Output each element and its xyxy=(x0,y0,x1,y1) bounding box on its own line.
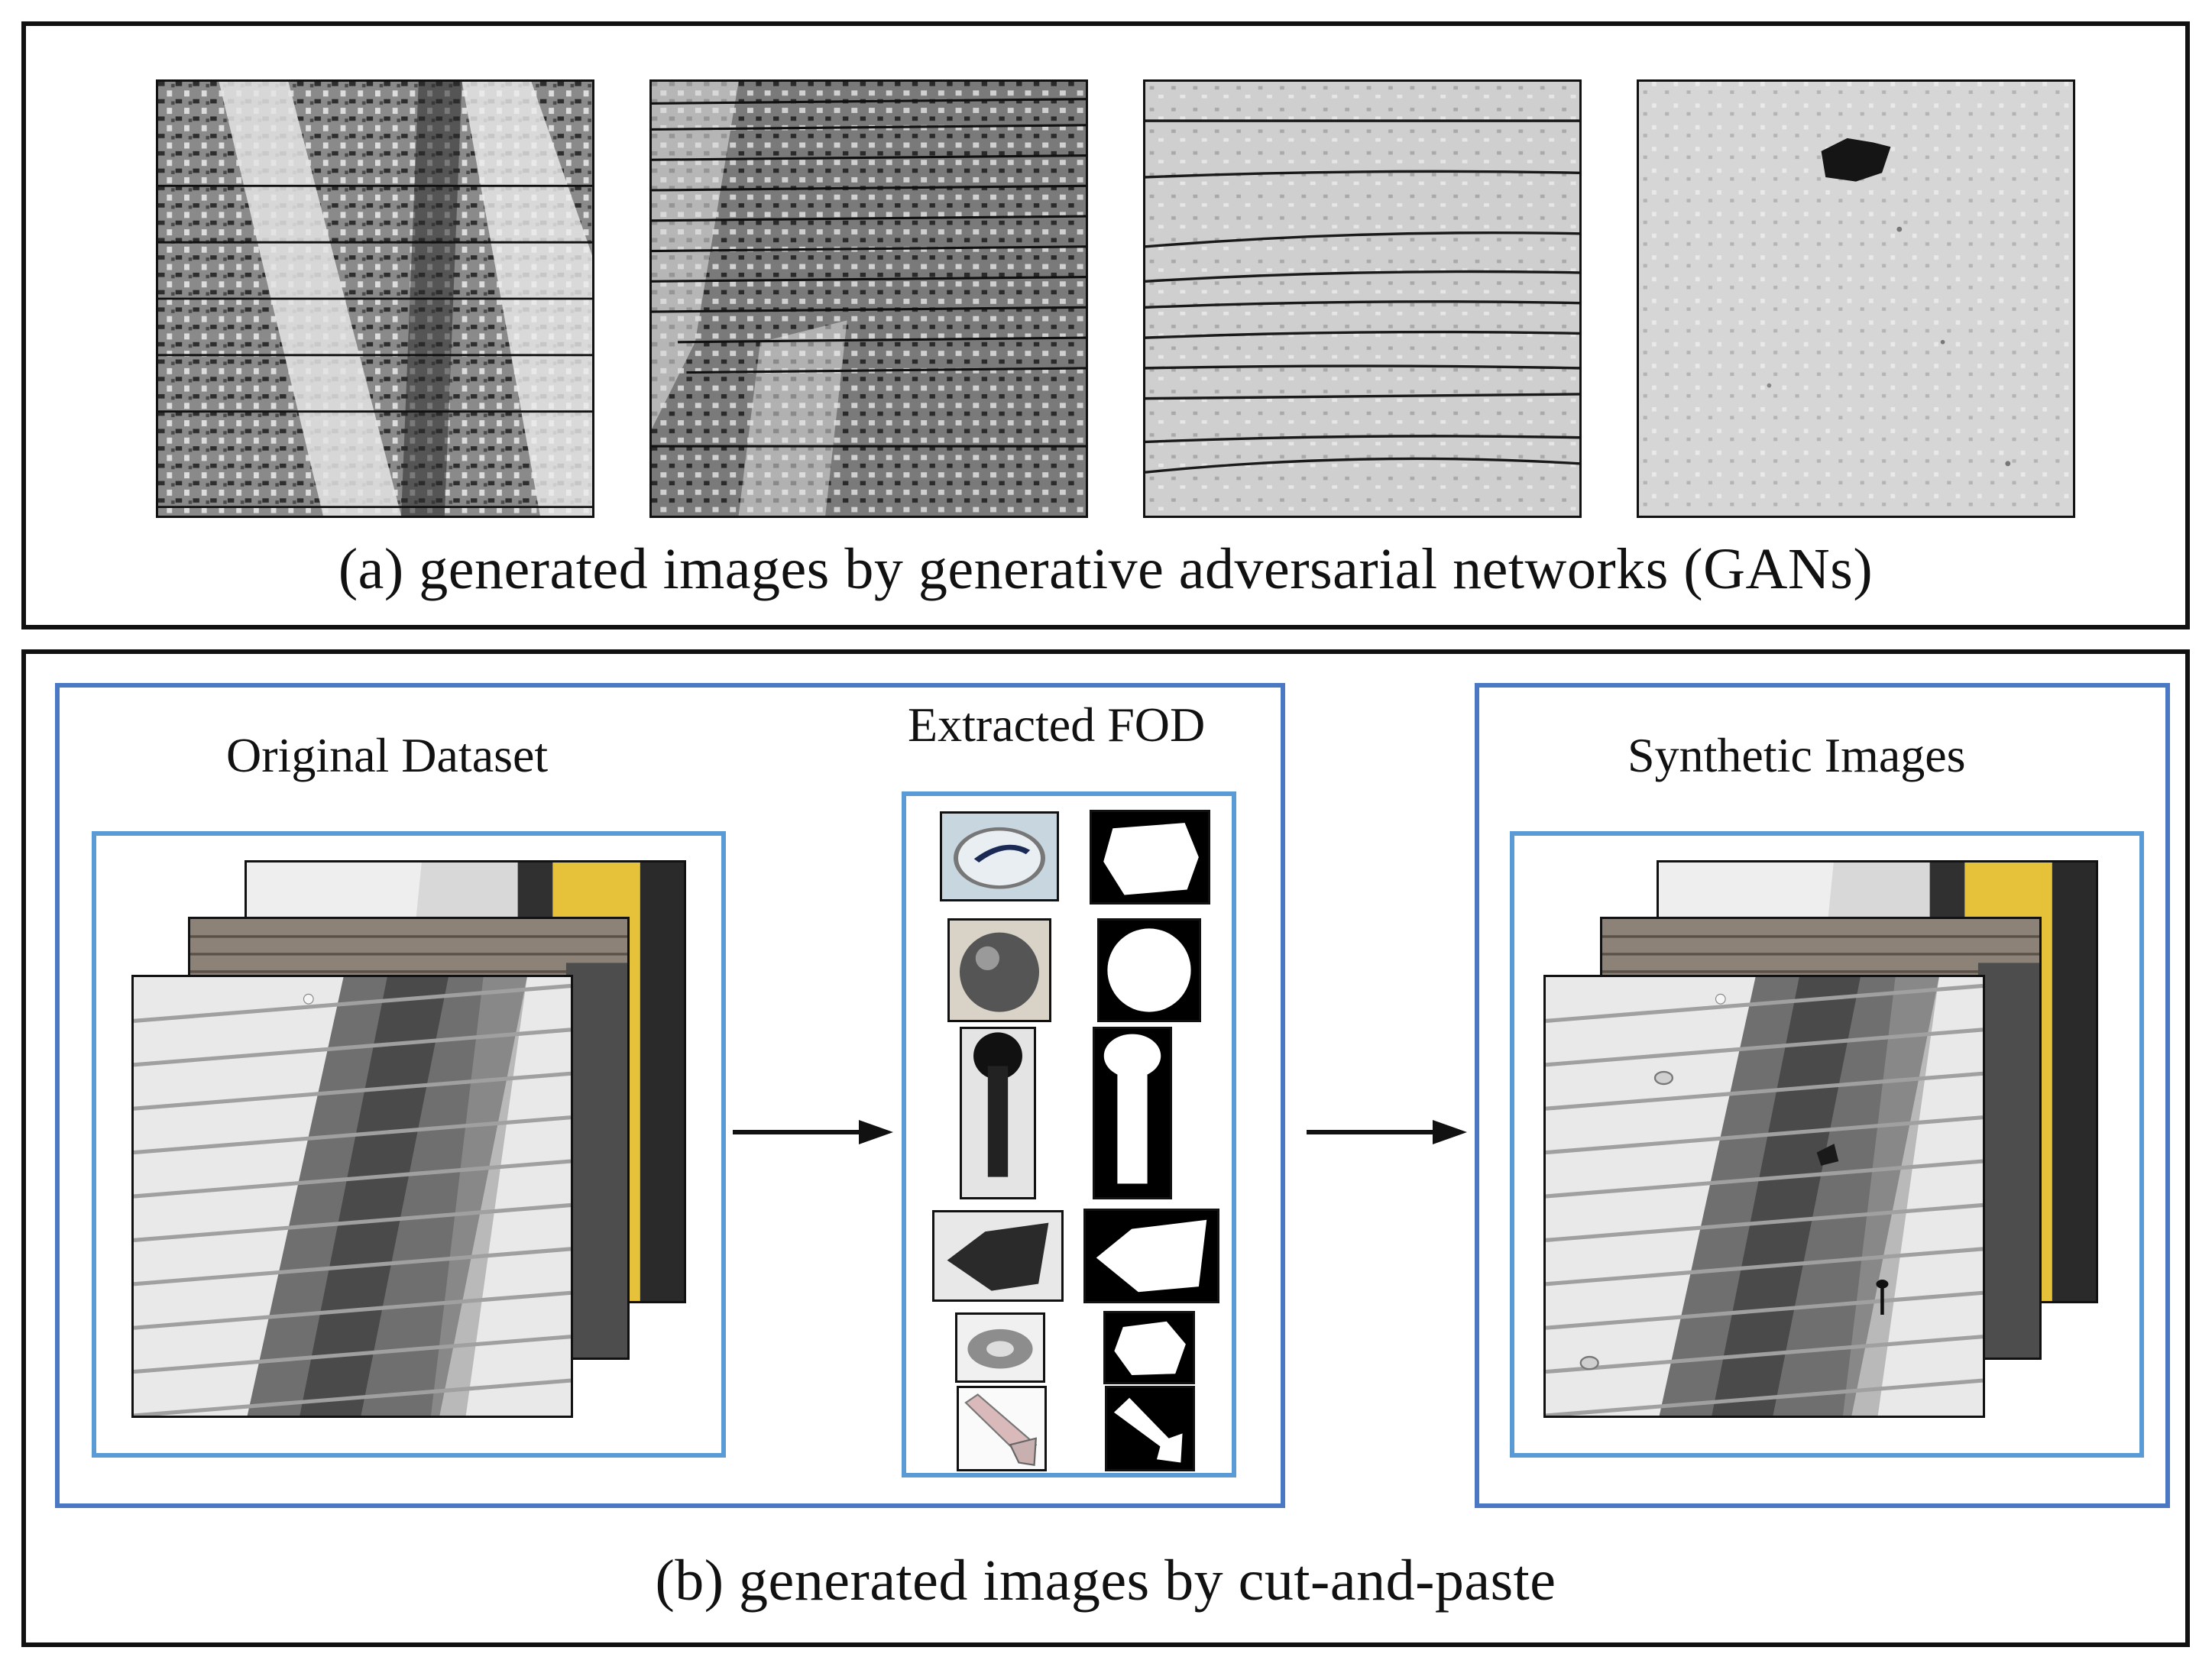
fod-bolt-crop xyxy=(960,1027,1036,1199)
gan-generated-image-1 xyxy=(156,79,594,518)
synthetic-image-front xyxy=(1543,975,1985,1418)
original-and-extracted-group xyxy=(55,683,1285,1508)
fod-screw-mask xyxy=(1105,1386,1195,1471)
original-dataset-label: Original Dataset xyxy=(226,728,549,782)
fod-ball-mask xyxy=(1097,918,1201,1022)
synthetic-images-group xyxy=(1475,683,2170,1508)
cut-and-paste-caption: (b) generated images by cut-and-paste xyxy=(655,1549,1556,1613)
arrow-right-icon xyxy=(1307,1120,1467,1144)
fod-fragment-mask xyxy=(1083,1209,1219,1303)
fod-fragment-crop xyxy=(932,1210,1064,1302)
synthetic-images-box xyxy=(1510,831,2144,1458)
fod-washer-mask xyxy=(1090,810,1210,905)
fod-washer-crop xyxy=(940,811,1059,901)
synthetic-images-label: Synthetic Images xyxy=(1627,728,1966,782)
original-dataset-box xyxy=(92,831,726,1458)
cut-and-paste-panel: Original Dataset Extracted FOD xyxy=(21,649,2190,1647)
fod-bolt-mask xyxy=(1093,1027,1172,1199)
fod-ball-crop xyxy=(947,918,1051,1022)
arrow-right-icon xyxy=(733,1120,893,1144)
extracted-fod-label: Extracted FOD xyxy=(908,697,1206,752)
gan-generated-image-3 xyxy=(1143,79,1582,518)
gan-generated-image-2 xyxy=(649,79,1088,518)
gan-panel-caption: (a) generated images by generative adver… xyxy=(338,537,1874,601)
gan-panel: (a) generated images by generative adver… xyxy=(21,21,2190,629)
fod-screw-crop xyxy=(957,1386,1047,1471)
extracted-fod-box xyxy=(902,791,1236,1477)
fod-nut-crop xyxy=(955,1312,1045,1383)
fod-nut-mask xyxy=(1103,1311,1195,1384)
gan-generated-image-4 xyxy=(1637,79,2075,518)
original-image-front xyxy=(131,975,573,1418)
